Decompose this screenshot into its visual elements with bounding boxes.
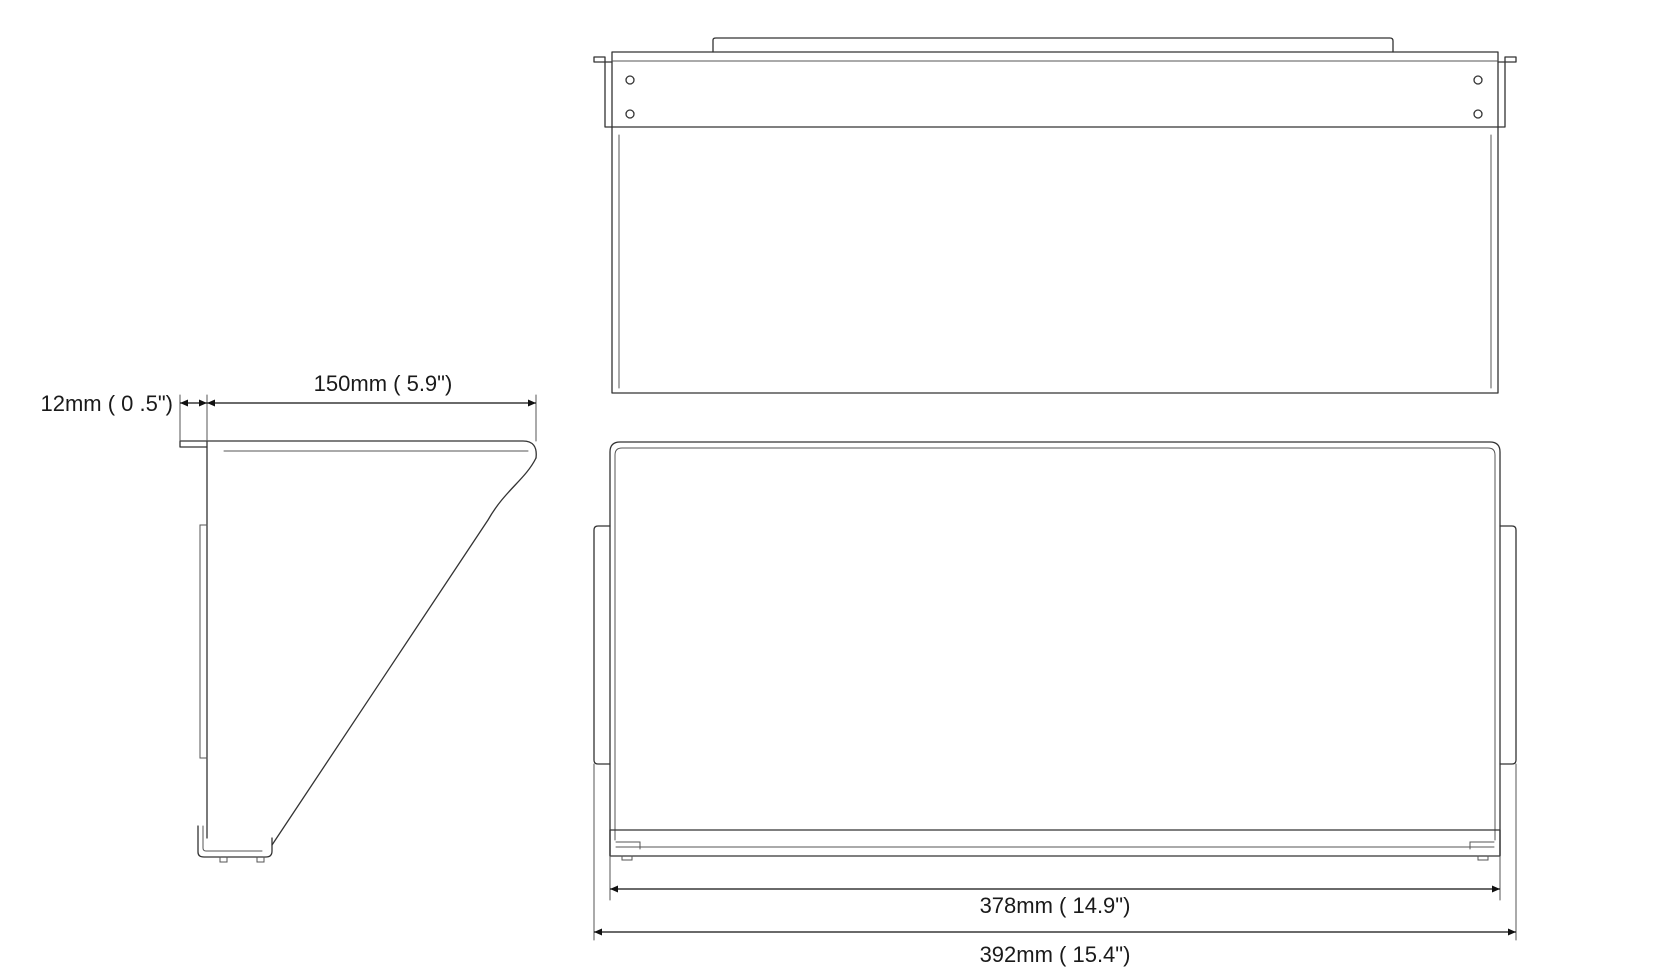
side-bottom-lip-inner <box>202 825 263 852</box>
arrow-left-icon <box>594 928 602 936</box>
dim-label-shelf-depth: 150mm ( 5.9") <box>314 371 453 396</box>
mounting-hole-icon <box>625 109 635 119</box>
arrow-left-icon <box>180 399 188 407</box>
side-bottom-feet <box>219 856 265 863</box>
front-view <box>593 441 1517 861</box>
arrow-right-icon <box>528 399 536 407</box>
dimension-inner-width: 378mm ( 14.9") <box>609 855 1501 918</box>
arrow-left-icon <box>610 885 618 893</box>
side-top-plate <box>206 440 537 459</box>
mounting-hole-icon <box>625 75 635 85</box>
front-feet <box>621 855 1489 861</box>
side-diagonal-edge <box>271 457 537 846</box>
dimension-shelf-depth: 150mm ( 5.9") <box>207 371 537 442</box>
side-view <box>179 440 537 863</box>
dim-label-flange-depth: 12mm ( 0 .5") <box>40 391 173 416</box>
side-bottom-lip <box>197 825 273 858</box>
dimension-outer-width: 392mm ( 15.4") <box>593 763 1517 967</box>
dim-label-outer-width: 392mm ( 15.4") <box>980 942 1131 967</box>
top-tab-right <box>1497 56 1517 128</box>
mounting-hole-icon <box>1473 109 1483 119</box>
front-bottom-lip-ends <box>615 841 1495 850</box>
dimension-flange-depth: 12mm ( 0 .5") <box>40 391 208 442</box>
arrow-left-icon <box>207 399 215 407</box>
front-outer-frame <box>609 441 1501 857</box>
arrow-right-icon <box>1492 885 1500 893</box>
arrow-right-icon <box>199 399 207 407</box>
front-bottom-lip <box>609 829 1501 857</box>
dim-label-inner-width: 378mm ( 14.9") <box>980 893 1131 918</box>
top-flange-strip <box>611 51 1499 128</box>
side-back-flange <box>199 524 208 759</box>
front-bracket-right <box>1499 525 1517 765</box>
top-tab-left <box>593 56 613 128</box>
top-back-rail <box>712 37 1394 53</box>
top-view <box>593 37 1517 394</box>
front-inner-frame <box>614 447 1496 841</box>
mounting-hole-icon <box>1473 75 1483 85</box>
top-shelf-inner <box>618 134 1492 389</box>
top-shelf-body <box>611 126 1499 394</box>
side-wall-flange <box>179 440 208 448</box>
front-bracket-left <box>593 525 611 765</box>
arrow-right-icon <box>1508 928 1516 936</box>
